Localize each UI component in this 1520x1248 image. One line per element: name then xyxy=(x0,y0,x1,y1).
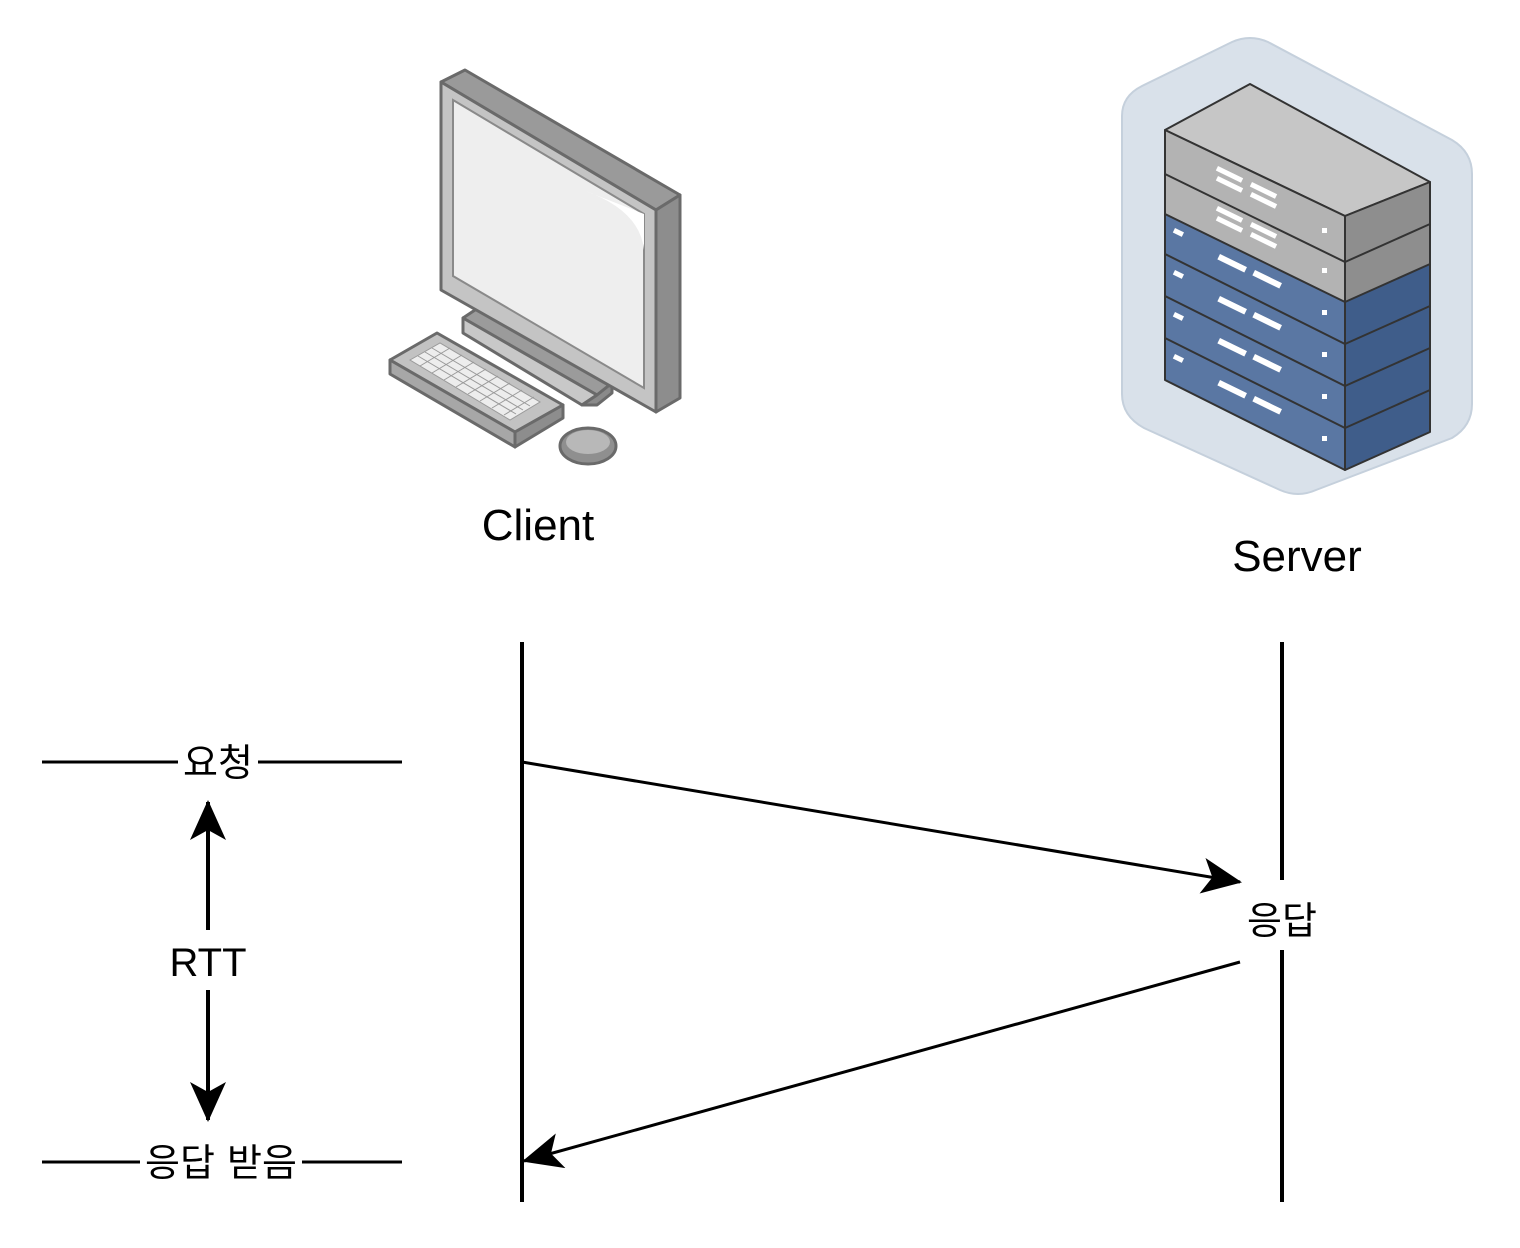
response-received-label: 응답 받음 xyxy=(145,1141,297,1185)
rtt-label: RTT xyxy=(169,941,246,985)
request-arrow xyxy=(521,760,1242,894)
server-label: Server xyxy=(1232,532,1362,581)
client-label: Client xyxy=(482,501,595,550)
response-label: 응답 xyxy=(1247,899,1317,943)
server-rack-icon xyxy=(1121,37,1473,495)
desktop-computer-icon xyxy=(388,68,682,466)
response-arrow xyxy=(522,960,1241,1169)
request-label: 요청 xyxy=(183,741,253,785)
